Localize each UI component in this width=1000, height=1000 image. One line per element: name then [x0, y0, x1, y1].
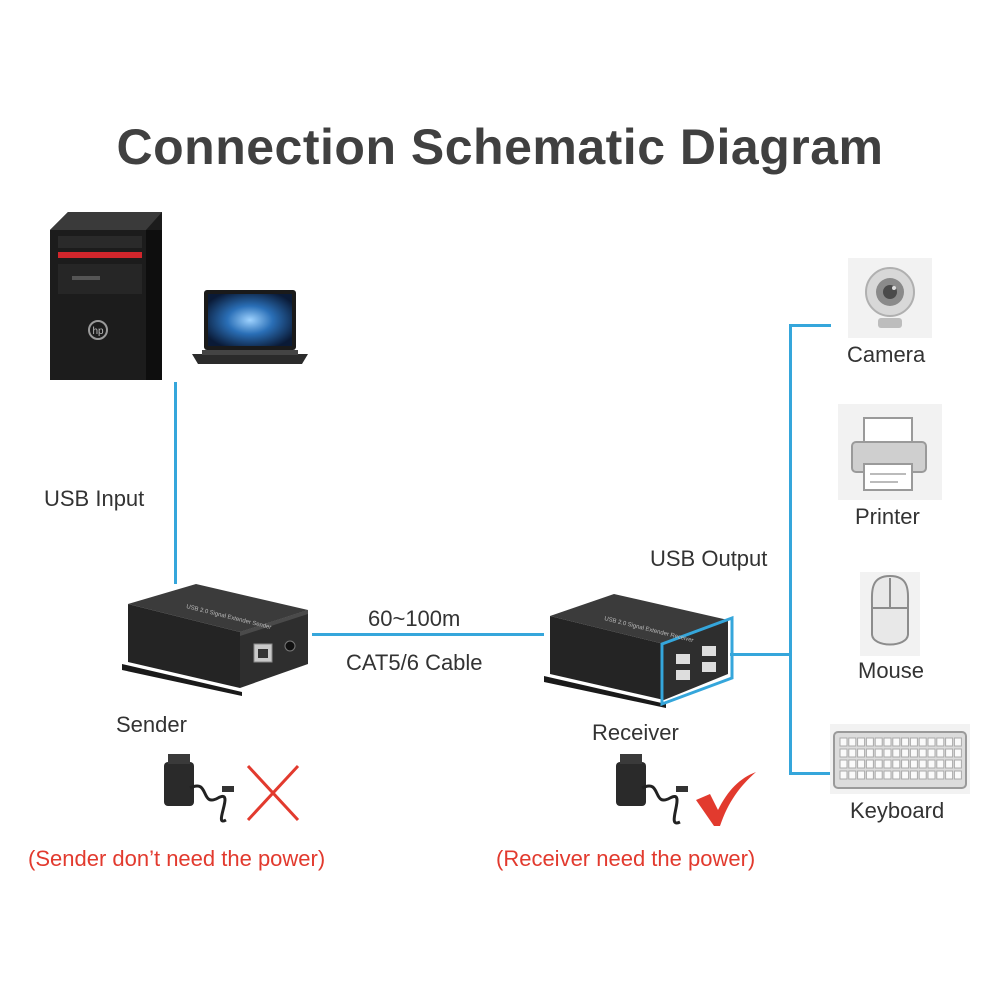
keyboard-key: [883, 770, 892, 780]
keyboard-key: [839, 770, 848, 780]
keyboard-label: Keyboard: [850, 798, 945, 823]
device-bus-line: [789, 324, 792, 774]
keyboard-key: [848, 770, 857, 780]
keyboard-key: [857, 748, 866, 758]
camera-icon: [848, 258, 932, 338]
diagram-title: Connection Schematic Diagram: [116, 119, 884, 175]
keyboard-key: [953, 759, 962, 769]
keyboard-icon: [830, 724, 970, 794]
cable-label: CAT5/6 Cable: [346, 650, 483, 675]
keyboard-key: [874, 748, 883, 758]
receiver-label: Receiver: [592, 720, 679, 745]
keyboard-key: [883, 748, 892, 758]
usb-input-line: [174, 382, 177, 584]
cross-icon: [246, 764, 300, 822]
sender-label: Sender: [116, 712, 187, 737]
checkmark-icon: [696, 772, 756, 826]
usb-input-label: USB Input: [44, 486, 145, 511]
keyboard-key: [909, 748, 918, 758]
printer-label: Printer: [855, 504, 920, 529]
keyboard-key: [865, 748, 874, 758]
keyboard-key: [857, 770, 866, 780]
keyboard-key: [909, 770, 918, 780]
keyboard-key: [892, 748, 901, 758]
receiver-device-icon: USB 2.0 Signal Extender Receiver: [544, 594, 734, 708]
printer-icon: [838, 404, 942, 500]
keyboard-key: [945, 770, 954, 780]
keyboard-key: [918, 737, 927, 747]
keyboard-key: [927, 759, 936, 769]
receiver-power-adapter-icon: [616, 754, 688, 825]
keyboard-key: [918, 748, 927, 758]
keyboard-key: [848, 748, 857, 758]
keyboard-key: [909, 737, 918, 747]
keyboard-key: [901, 770, 910, 780]
keyboard-key: [936, 748, 945, 758]
camera-branch-line: [789, 324, 831, 327]
keyboard-key: [901, 759, 910, 769]
cable-line: [312, 633, 544, 636]
keyboard-key: [883, 759, 892, 769]
keyboard-key: [909, 759, 918, 769]
keyboard-key: [945, 737, 954, 747]
usb-output-label: USB Output: [650, 546, 768, 571]
keyboard-key: [848, 759, 857, 769]
keyboard-branch-line: [789, 772, 831, 775]
camera-label: Camera: [847, 342, 926, 367]
keyboard-key: [892, 737, 901, 747]
sender-device-icon: USB 2.0 Signal Extender Sender: [122, 584, 308, 696]
keyboard-key: [901, 748, 910, 758]
keyboard-key: [927, 737, 936, 747]
keyboard-key: [901, 737, 910, 747]
keyboard-key: [857, 737, 866, 747]
keyboard-key: [936, 737, 945, 747]
keyboard-key: [874, 759, 883, 769]
keyboard-key: [865, 737, 874, 747]
keyboard-key: [918, 759, 927, 769]
keyboard-key: [839, 748, 848, 758]
keyboard-key: [945, 748, 954, 758]
keyboard-key: [936, 759, 945, 769]
keyboard-key: [839, 759, 848, 769]
keyboard-key: [936, 770, 945, 780]
keyboard-key: [918, 770, 927, 780]
keyboard-key: [865, 770, 874, 780]
keyboard-key: [927, 770, 936, 780]
sender-power-adapter-icon: [164, 754, 234, 823]
keyboard-key: [883, 737, 892, 747]
keyboard-key: [839, 737, 848, 747]
laptop-icon: [192, 290, 308, 364]
keyboard-key: [874, 737, 883, 747]
keyboard-key: [953, 748, 962, 758]
keyboard-key: [848, 737, 857, 747]
pc-brand-logo: hp: [92, 326, 104, 337]
keyboard-key: [892, 770, 901, 780]
usb-output-line: [730, 653, 791, 656]
keyboard-key: [865, 759, 874, 769]
keyboard-key: [892, 759, 901, 769]
mouse-label: Mouse: [858, 658, 925, 683]
distance-label: 60~100m: [368, 606, 461, 631]
keyboard-key: [874, 770, 883, 780]
keyboard-key: [927, 748, 936, 758]
sender-power-note: (Sender don’t need the power): [28, 846, 326, 871]
mouse-icon: [860, 572, 920, 656]
keyboard-key: [953, 770, 962, 780]
pc-tower-icon: hp: [50, 212, 162, 380]
receiver-power-note: (Receiver need the power): [496, 846, 756, 871]
keyboard-key: [945, 759, 954, 769]
keyboard-key: [953, 737, 962, 747]
keyboard-key: [857, 759, 866, 769]
